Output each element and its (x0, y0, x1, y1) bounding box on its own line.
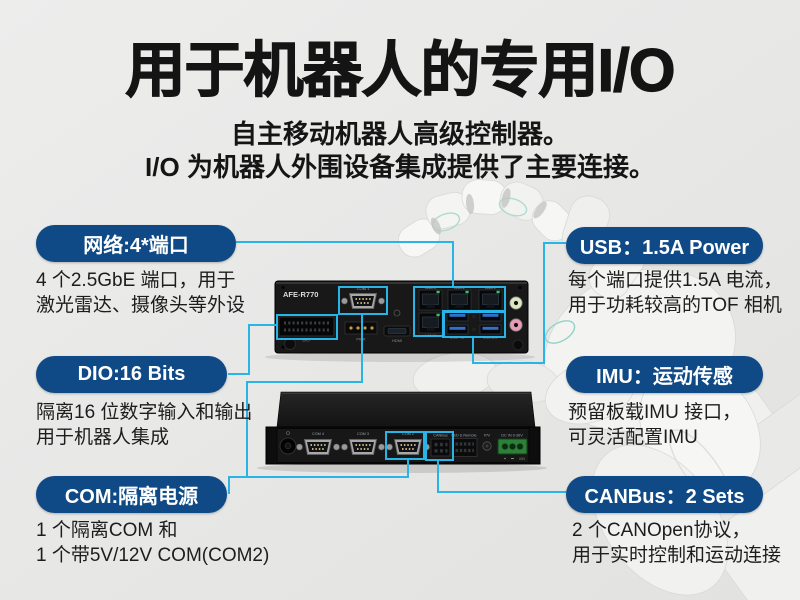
com2-port-label: COM 2 (402, 432, 414, 436)
page-title: 用于机器人的专用I/O (125, 36, 676, 104)
lan2-port (447, 289, 472, 311)
callout-pill-dio: DIO:16 Bits (36, 356, 227, 393)
canbus-callout-line (437, 459, 566, 493)
usb-highlight-box (442, 310, 506, 338)
rear-device-shadow (257, 463, 547, 473)
led-remote-port-label: LED & Remote (451, 434, 476, 438)
ign-label: IGN (519, 457, 525, 461)
usb-port-4 (446, 311, 469, 322)
dio-callout-line (228, 324, 278, 375)
com1-port-label: COM 1 (357, 286, 370, 291)
device-model-label: AFE-R770 (283, 290, 318, 299)
com-callout-line-a (246, 314, 363, 477)
callout-desc-canbus: 2 个CANOpen协议， 用于实时控制和运动连接 (572, 520, 782, 566)
usb-port-1 (479, 324, 502, 335)
callout-connectors (228, 241, 566, 494)
front-button-right (512, 339, 524, 351)
com2-highlight-box (385, 431, 425, 460)
usb-port-3 (446, 324, 469, 335)
com4-port-label: COM 4 (312, 432, 324, 436)
dcin-port-label: DC IN 9-36V (501, 434, 523, 438)
canbus-highlight-box (425, 431, 454, 461)
callout-pill-com: COM:隔离电源 (36, 476, 227, 513)
network-callout-line (236, 241, 454, 287)
hdmi-port-label: HDMI (392, 338, 402, 343)
callout-desc-usb: 每个端口提供1.5A 电流， 用于功耗较高的TOF 相机 (568, 270, 783, 316)
callout-desc-network: 4 个2.5GbE 端口，用于 激光雷达、摄像头等外设 (36, 270, 246, 316)
front-device-shadow (265, 352, 535, 362)
callout-pill-usb: USB：1.5A Power (566, 227, 763, 264)
front-button (284, 338, 296, 350)
callout-pill-network: 网络:4*端口 (36, 225, 236, 262)
callout-pill-canbus: CANBus：2 Sets (566, 476, 763, 513)
usb-callout-line (472, 242, 566, 364)
dio-highlight-box (276, 314, 338, 340)
callout-desc-imu: 预留板载IMU 接口， 可灵活配置IMU (568, 402, 742, 448)
callout-pill-imu: IMU：运动传感 (566, 356, 763, 393)
lan4-port (418, 289, 443, 311)
device-rear-panel: COM 4 COM 3 COM 2 CANBus LED & Remote P/… (265, 391, 541, 465)
canbus-port-label: CANBus (433, 434, 448, 438)
com1-highlight-box (338, 286, 388, 315)
usb-port-2 (479, 311, 502, 322)
callout-desc-com: 1 个隔离COM 和 1 个带5V/12V COM(COM2) (36, 520, 270, 566)
com3-port-label: COM 3 (357, 432, 369, 436)
lan3-port (418, 312, 443, 334)
lan1-port (478, 289, 503, 311)
callout-desc-dio: 隔离16 位数字输入和输出 用于机器人集成 (36, 402, 253, 448)
page-subtitle: 自主移动机器人高级控制器。 I/O 为机器人外围设备集成提供了主要连接。 (145, 119, 655, 182)
device-front-panel: AFE-R770 DIO COM 1 PWR HDMI LAN 4 LAN 2 … (274, 280, 529, 354)
pv-button-label: P/V (484, 434, 491, 438)
